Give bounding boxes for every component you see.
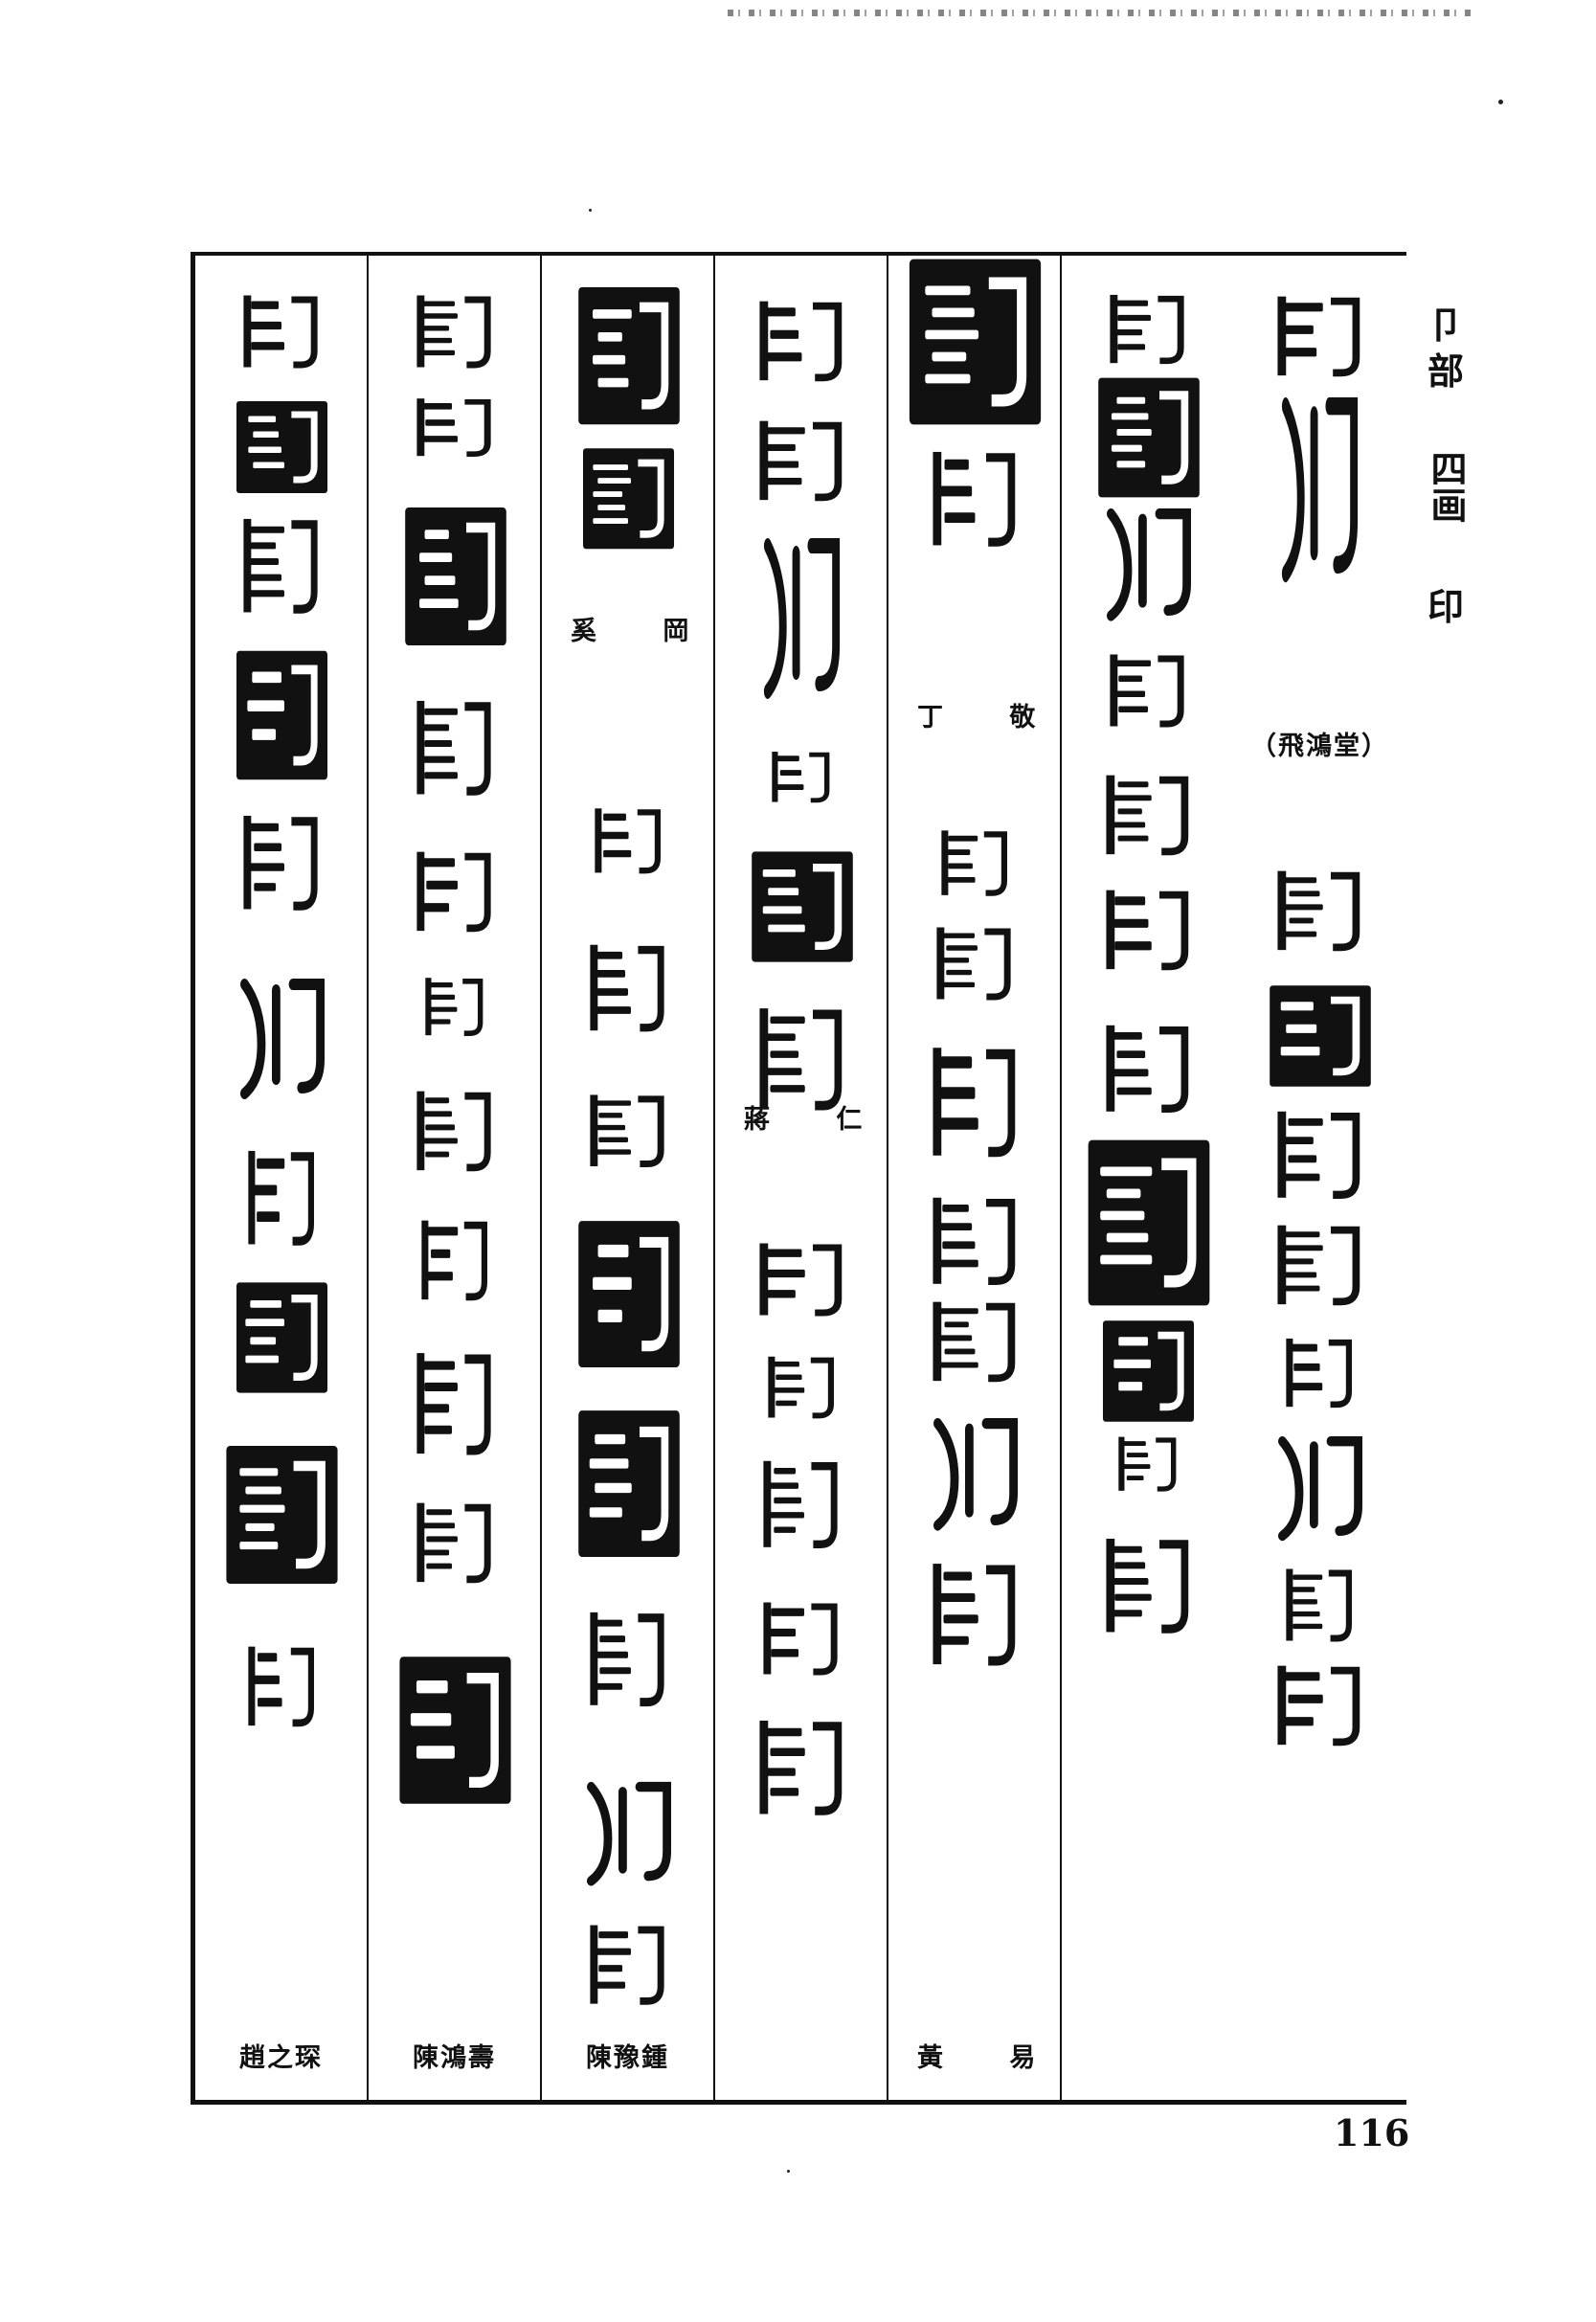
seal-impression xyxy=(235,284,329,380)
seal-impression xyxy=(754,1448,849,1563)
carver-name: 黃 易 xyxy=(917,2043,1065,2073)
seal-impression xyxy=(750,849,855,964)
seal-column: 蔣 仁 xyxy=(713,256,887,2100)
seal-impression xyxy=(235,801,329,926)
seal-impression xyxy=(750,289,855,395)
seal-impression xyxy=(1096,763,1202,868)
seal-impression xyxy=(240,1137,325,1261)
seal-impression xyxy=(408,390,503,466)
seal-column xyxy=(1060,256,1233,2100)
seal-impression xyxy=(1101,643,1196,739)
seal-annotation: 奚 岡 xyxy=(571,617,718,646)
seal-annotation: 丁 敬 xyxy=(917,703,1065,733)
seal-impression xyxy=(923,438,1028,562)
seal-impression xyxy=(224,1443,340,1587)
seal-impression xyxy=(923,1290,1028,1395)
seal-impression xyxy=(923,1184,1028,1299)
seal-impression xyxy=(923,1548,1028,1682)
seal-impression xyxy=(230,964,335,1108)
seal-impression xyxy=(760,1347,844,1429)
seal-impression xyxy=(235,399,329,495)
seal-impression xyxy=(1112,1429,1185,1500)
seal-impression xyxy=(750,409,855,514)
seal-impression xyxy=(408,1079,503,1184)
seal-impression xyxy=(933,821,1018,907)
seal-impression xyxy=(581,1913,676,2018)
seal-impression xyxy=(1096,1012,1202,1127)
header-stroke-label: 四画 xyxy=(1425,450,1468,531)
seal-impression xyxy=(576,284,682,427)
seal-impression xyxy=(750,1706,855,1831)
seal-impression xyxy=(408,284,503,380)
seal-impression xyxy=(923,1405,1028,1539)
seal-impression xyxy=(408,687,503,811)
seal-column: 奚 岡陳豫鍾 xyxy=(540,256,713,2100)
seal-impression xyxy=(754,1591,849,1687)
page-number: 116 xyxy=(1334,2111,1410,2154)
seal-impression xyxy=(1268,1213,1373,1319)
seal-impression xyxy=(581,446,676,551)
seal-impression xyxy=(408,840,503,945)
seal-table: （飛鴻堂） 丁 敬黃 易 蔣 仁 奚 岡陳豫鍾 陳鴻壽 趙之琛 xyxy=(191,252,1406,2105)
seal-impression xyxy=(408,1491,503,1596)
scan-speck xyxy=(1498,100,1503,104)
header-radical: 卩 xyxy=(1427,304,1464,347)
scan-speck xyxy=(787,2170,790,2173)
carver-name: 陳鴻壽 xyxy=(413,2043,496,2073)
seal-impression xyxy=(235,648,329,782)
seal-impression xyxy=(923,1031,1028,1175)
seal-impression xyxy=(576,1218,682,1370)
seal-impression xyxy=(1268,1654,1373,1759)
seal-impression xyxy=(408,1338,503,1472)
seal-impression xyxy=(1101,284,1196,375)
seal-column: （飛鴻堂） xyxy=(1233,256,1406,2100)
carver-name: 趙之琛 xyxy=(239,2043,323,2073)
seal-impression xyxy=(414,1208,498,1314)
scan-speck xyxy=(589,209,592,212)
seal-impression xyxy=(1086,1137,1212,1309)
seal-impression xyxy=(403,505,508,648)
seal-impression xyxy=(581,1084,676,1179)
seal-column: 丁 敬黃 易 xyxy=(887,256,1060,2100)
scan-artifact-line xyxy=(728,10,1474,16)
seal-impression xyxy=(581,1598,676,1722)
seal-impression xyxy=(418,969,492,1046)
seal-impression xyxy=(928,916,1023,1012)
seal-impression xyxy=(1272,375,1367,596)
header-stroke-text: 四画 xyxy=(1425,450,1468,523)
seal-impression xyxy=(1268,859,1373,964)
seal-annotation: （飛鴻堂） xyxy=(1250,732,1389,761)
seal-impression xyxy=(1096,495,1202,629)
seal-impression xyxy=(1096,1524,1202,1649)
seal-impression xyxy=(765,744,839,811)
carver-name: 陳豫鍾 xyxy=(586,2043,669,2073)
header-character: 印 xyxy=(1427,585,1464,628)
seal-impression xyxy=(1096,375,1202,500)
seal-impression xyxy=(1268,983,1373,1089)
seal-impression xyxy=(235,1280,329,1395)
seal-impression xyxy=(1268,284,1373,390)
seal-impression xyxy=(1096,878,1202,983)
seal-annotation: 蔣 仁 xyxy=(744,1105,891,1135)
seal-impression xyxy=(750,993,855,1127)
seal-impression xyxy=(240,1634,325,1740)
seal-impression xyxy=(576,1408,682,1560)
seal-impression xyxy=(754,519,849,710)
seal-impression xyxy=(750,1232,855,1328)
seal-column: 趙之琛 xyxy=(193,256,367,2100)
seal-impression xyxy=(235,505,329,629)
header-radical-label: 部 xyxy=(1427,349,1464,393)
seal-impression xyxy=(587,799,671,885)
seal-impression xyxy=(397,1654,513,1807)
seal-column: 陳鴻壽 xyxy=(367,256,540,2100)
seal-impression xyxy=(907,256,1044,428)
seal-impression xyxy=(576,1770,682,1893)
seal-impression xyxy=(1268,1424,1373,1548)
seal-impression xyxy=(1268,1098,1373,1213)
seal-impression xyxy=(1278,1328,1362,1419)
seal-impression xyxy=(1278,1558,1362,1654)
seal-impression xyxy=(581,932,676,1046)
seal-impression xyxy=(1101,1319,1196,1424)
